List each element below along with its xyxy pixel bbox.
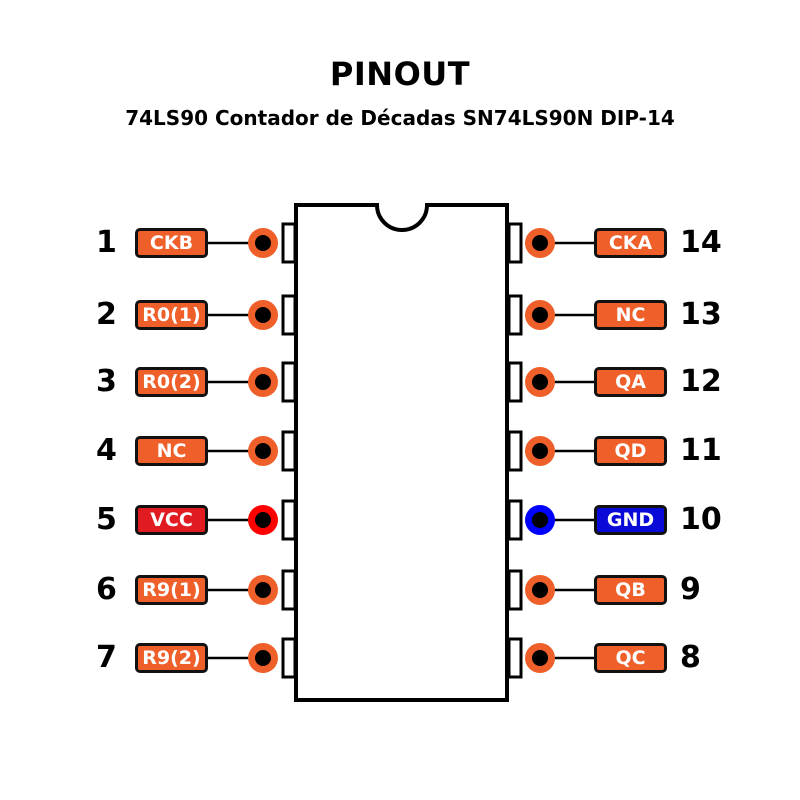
pin-10-label: GND (594, 505, 667, 535)
pin-number-8: 8 (680, 640, 701, 675)
pin-11-label: QD (594, 436, 667, 466)
ic-pin-leg (281, 294, 297, 336)
pin-number-4: 4 (96, 433, 117, 468)
pin-number-9: 9 (680, 572, 701, 607)
pin-number-13: 13 (680, 297, 722, 332)
pin-number-3: 3 (96, 364, 117, 399)
pin-12-label: QA (594, 367, 667, 397)
diagram-title: PINOUT (329, 55, 471, 93)
pin-3-dot (255, 374, 271, 390)
pin-number-5: 5 (96, 502, 117, 537)
pin-14-label: CKA (594, 228, 667, 258)
pin-5-label: VCC (135, 505, 208, 535)
pin-9-dot (532, 582, 548, 598)
pin-number-6: 6 (96, 572, 117, 607)
pin-11-dot (532, 443, 548, 459)
pin-13-label: NC (594, 300, 667, 330)
pin-5-dot (255, 512, 271, 528)
pin-number-7: 7 (96, 640, 117, 675)
pin-8-label: QC (594, 643, 667, 673)
pin-number-12: 12 (680, 364, 722, 399)
pin-1-dot (255, 235, 271, 251)
pin-4-dot (255, 443, 271, 459)
pin-6-dot (255, 582, 271, 598)
pin-7-dot (255, 650, 271, 666)
ic-pin-leg (507, 294, 523, 336)
pin-9-label: QB (594, 575, 667, 605)
ic-pin-leg (281, 637, 297, 679)
ic-pin-leg (281, 499, 297, 541)
pin-2-label: R0(1) (135, 300, 208, 330)
pin-4-label: NC (135, 436, 208, 466)
ic-pin-leg (281, 222, 297, 264)
pin-number-1: 1 (96, 225, 117, 260)
ic-pin-leg (281, 361, 297, 403)
pin-number-2: 2 (96, 297, 117, 332)
ic-body (294, 203, 509, 702)
pin-3-label: R0(2) (135, 367, 208, 397)
ic-pin-leg (281, 430, 297, 472)
pin-1-label: CKB (135, 228, 208, 258)
pin-7-label: R9(2) (135, 643, 208, 673)
ic-pin-leg (507, 637, 523, 679)
ic-pin-leg (507, 430, 523, 472)
pin-8-dot (532, 650, 548, 666)
diagram-subtitle: 74LS90 Contador de Décadas SN74LS90N DIP… (125, 106, 675, 130)
pin-2-dot (255, 307, 271, 323)
ic-pin-leg (507, 569, 523, 611)
pin-10-dot (532, 512, 548, 528)
pin-13-dot (532, 307, 548, 323)
ic-pin-leg (507, 222, 523, 264)
ic-pin-leg (507, 361, 523, 403)
ic-pin-leg (281, 569, 297, 611)
pin-14-dot (532, 235, 548, 251)
pin-number-10: 10 (680, 502, 722, 537)
pin-number-11: 11 (680, 433, 722, 468)
pin-number-14: 14 (680, 225, 722, 260)
ic-pin-leg (507, 499, 523, 541)
pin-12-dot (532, 374, 548, 390)
pin-6-label: R9(1) (135, 575, 208, 605)
